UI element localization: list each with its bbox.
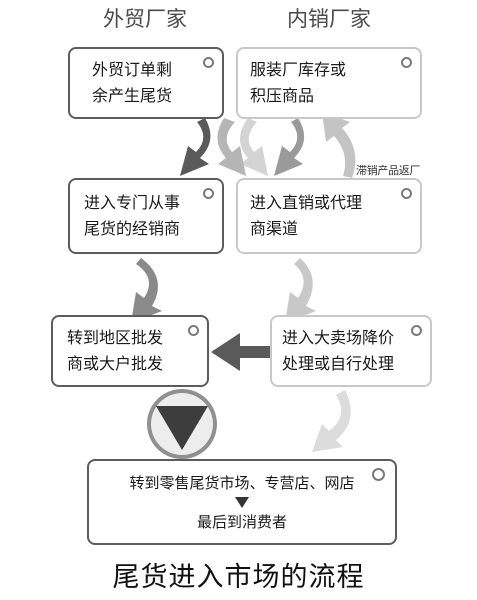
header-domestic-factory: 内销厂家 (287, 7, 371, 31)
box-export-surplus: 外贸订单剩 余产生尾货 (68, 47, 224, 119)
ring-icon (372, 468, 385, 481)
ring-icon (401, 188, 412, 199)
side-note-return-to-factory: 滞销产品返厂 (356, 164, 421, 177)
box-hypermarket-label: 进入大卖场降价 处理或自行处理 (282, 328, 395, 373)
box-retail-to-consumer: 转到零售尾货市场、专营店、网店 最后到消费者 (87, 459, 397, 545)
header-export-factory: 外贸厂家 (103, 7, 187, 31)
box-direct-channel-label: 进入直销或代理 商渠道 (250, 193, 363, 238)
ring-icon (203, 188, 214, 199)
box-retail-label: 转到零售尾货市场、专营店、网店 (129, 473, 355, 492)
arrow-hypermarket-to-retail (312, 390, 351, 452)
down-triangle-icon (235, 496, 249, 508)
arrow-export-to-dealer (180, 118, 211, 176)
box-factory-stock-label: 服装厂库存或 积压商品 (250, 60, 347, 105)
box-wholesale: 转到地区批发 商或大户批发 (51, 315, 209, 387)
arrow-stock-to-dealer (274, 118, 305, 176)
box-direct-channel: 进入直销或代理 商渠道 (236, 178, 422, 254)
ring-icon (411, 325, 422, 336)
big-down-triangle-icon (147, 389, 217, 459)
diagram-caption: 尾货进入市场的流程 (112, 562, 365, 593)
box-specialist-dealer-label: 进入专门从事 尾货的经销商 (84, 193, 181, 238)
box-export-surplus-label: 外贸订单剩 余产生尾货 (92, 60, 173, 105)
ring-icon (401, 57, 412, 68)
ring-icon (188, 325, 199, 336)
arrow-stock-to-direct (217, 118, 246, 176)
arrow-export-to-direct (240, 118, 268, 176)
box-specialist-dealer: 进入专门从事 尾货的经销商 (68, 178, 224, 254)
box-factory-stock: 服装厂库存或 积压商品 (236, 47, 422, 119)
arrow-return-to-factory (322, 112, 356, 178)
arrow-direct-to-hypermarket (285, 258, 316, 323)
ring-icon (203, 57, 214, 68)
arrow-dealer-to-wholesale (131, 258, 162, 323)
box-consumer-label: 最后到消费者 (196, 512, 287, 531)
arrow-hypermarket-to-wholesale (211, 333, 272, 371)
box-hypermarket: 进入大卖场降价 处理或自行处理 (270, 315, 432, 387)
box-wholesale-label: 转到地区批发 商或大户批发 (67, 328, 164, 373)
